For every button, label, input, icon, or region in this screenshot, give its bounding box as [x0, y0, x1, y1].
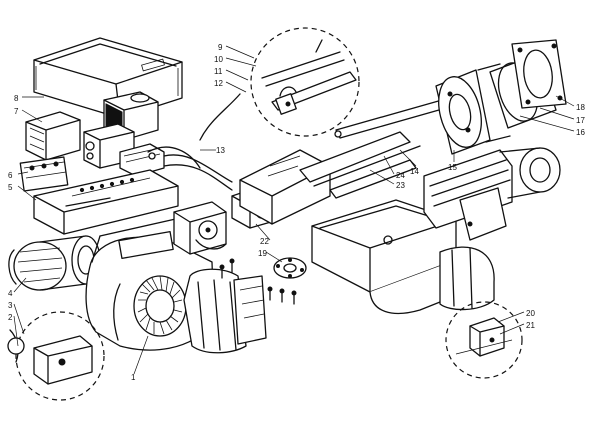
callout-leader-lines	[13, 95, 575, 375]
relay-assembly	[83, 123, 201, 177]
leader-lines-top	[199, 45, 257, 141]
ignition-lead	[163, 164, 233, 191]
fan-wheel-blades	[137, 275, 183, 335]
callout-numbers: 1 2 3 4 5 6 7 8 9 10 11 12 13 14 15 16 1…	[8, 43, 585, 382]
air-intake-housing	[183, 268, 267, 354]
callout-14: 14	[410, 167, 419, 176]
clear-housing	[25, 111, 81, 161]
callout-11: 11	[214, 67, 223, 76]
terminal-base-plate	[19, 156, 179, 235]
callout-9: 9	[218, 43, 223, 52]
callout-2: 2	[8, 313, 13, 322]
assembled-burner	[311, 147, 561, 314]
callout-23: 23	[396, 181, 405, 190]
callout-1: 1	[131, 373, 136, 382]
callout-5: 5	[8, 183, 13, 192]
lower-left-detail-inset	[7, 311, 105, 401]
callout-3: 3	[8, 301, 13, 310]
callout-10: 10	[214, 55, 223, 64]
callout-7: 7	[14, 107, 19, 116]
callout-17: 17	[576, 116, 585, 125]
callout-16: 16	[576, 128, 585, 137]
callout-12: 12	[214, 79, 223, 88]
callout-21: 21	[526, 321, 535, 330]
blast-tube-assembly	[239, 131, 421, 225]
callout-15: 15	[448, 163, 457, 172]
wiring-cable	[163, 154, 233, 183]
callout-18: 18	[576, 103, 585, 112]
callout-13: 13	[216, 146, 225, 155]
combustion-head	[435, 39, 567, 155]
lower-right-detail-inset	[445, 301, 523, 379]
callout-19: 19	[258, 249, 267, 258]
callout-6: 6	[8, 171, 13, 180]
callout-22: 22	[260, 237, 269, 246]
callout-4: 4	[8, 289, 13, 298]
electrode-detail-inset	[250, 27, 360, 137]
terminal-screws	[79, 177, 135, 193]
gasket-plate	[273, 257, 307, 279]
burner-housing	[85, 217, 215, 351]
callout-24: 24	[396, 171, 405, 180]
mounting-screws	[219, 258, 297, 305]
air-damper	[173, 201, 227, 255]
callout-8: 8	[14, 94, 19, 103]
long-shaft	[334, 99, 447, 139]
callout-20: 20	[526, 309, 535, 318]
